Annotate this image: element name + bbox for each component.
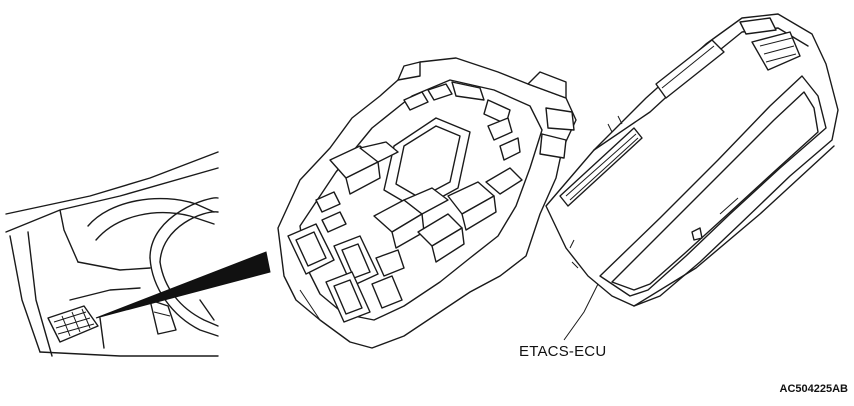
leader-wedge xyxy=(95,251,271,319)
figure-code: AC504225AB xyxy=(779,383,848,395)
junction-block xyxy=(277,57,577,349)
etacs-ecu-module xyxy=(545,13,839,307)
vehicle-interior-inset xyxy=(5,151,271,357)
part-label: ETACS-ECU xyxy=(519,343,607,360)
ecu-location-marker xyxy=(47,305,99,343)
callout-leader xyxy=(563,283,599,341)
